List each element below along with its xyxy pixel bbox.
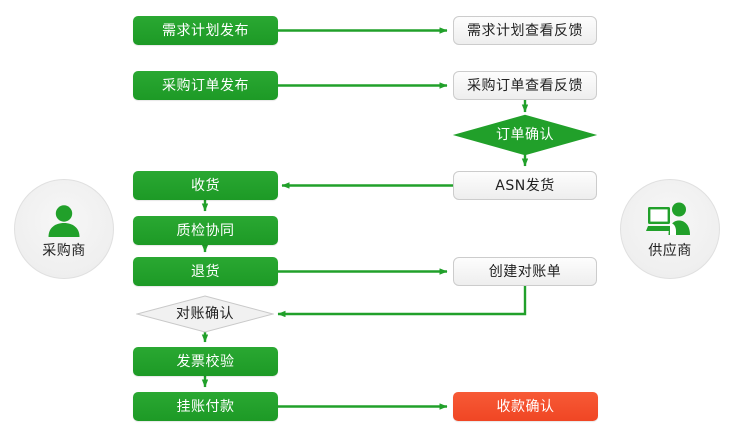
node-asn-ship[interactable]: ASN发货	[453, 171, 597, 200]
node-order-confirm[interactable]: 订单确认	[452, 114, 598, 156]
node-po-feedback[interactable]: 采购订单查看反馈	[453, 71, 597, 100]
person-icon	[44, 201, 84, 241]
diamond-shape-green	[452, 114, 598, 156]
person-at-computer-icon	[646, 201, 694, 241]
actor-buyer-label: 采购商	[42, 242, 86, 259]
node-return-goods[interactable]: 退货	[133, 257, 278, 286]
node-create-statement[interactable]: 创建对账单	[453, 257, 597, 286]
actor-supplier-label: 供应商	[648, 242, 692, 259]
node-receipt-confirm[interactable]: 收款确认	[453, 392, 598, 421]
diamond-shape-plain	[136, 295, 274, 333]
node-statement-confirm[interactable]: 对账确认	[136, 295, 274, 333]
node-demand-plan-feedback[interactable]: 需求计划查看反馈	[453, 16, 597, 45]
node-statement-confirm-label: 对账确认	[176, 306, 234, 322]
node-quality-collab[interactable]: 质检协同	[133, 216, 278, 245]
node-order-confirm-label: 订单确认	[496, 127, 554, 143]
node-payable-payment[interactable]: 挂账付款	[133, 392, 278, 421]
node-receive-goods[interactable]: 收货	[133, 171, 278, 200]
edge-statement-to-confirm	[277, 286, 527, 318]
node-po-publish[interactable]: 采购订单发布	[133, 71, 278, 100]
node-demand-plan-publish[interactable]: 需求计划发布	[133, 16, 278, 45]
actor-supplier: 供应商	[620, 179, 720, 279]
actor-buyer: 采购商	[14, 179, 114, 279]
node-invoice-check[interactable]: 发票校验	[133, 347, 278, 376]
